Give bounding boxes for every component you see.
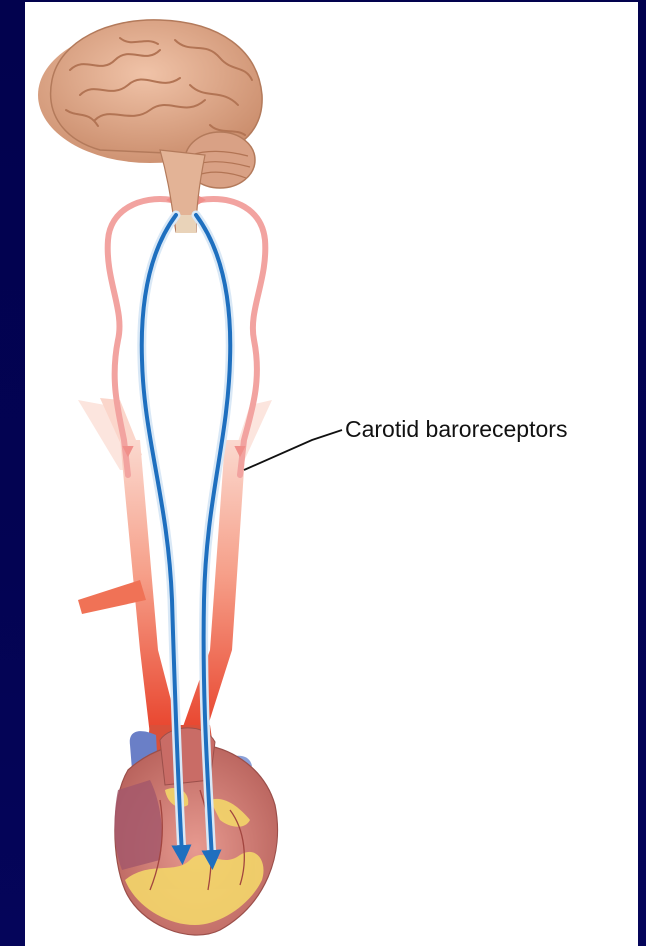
carotid-baroreceptors-label: Carotid baroreceptors [345, 416, 567, 443]
heart-illustration [115, 728, 278, 935]
carotid-leader-line [244, 430, 342, 470]
